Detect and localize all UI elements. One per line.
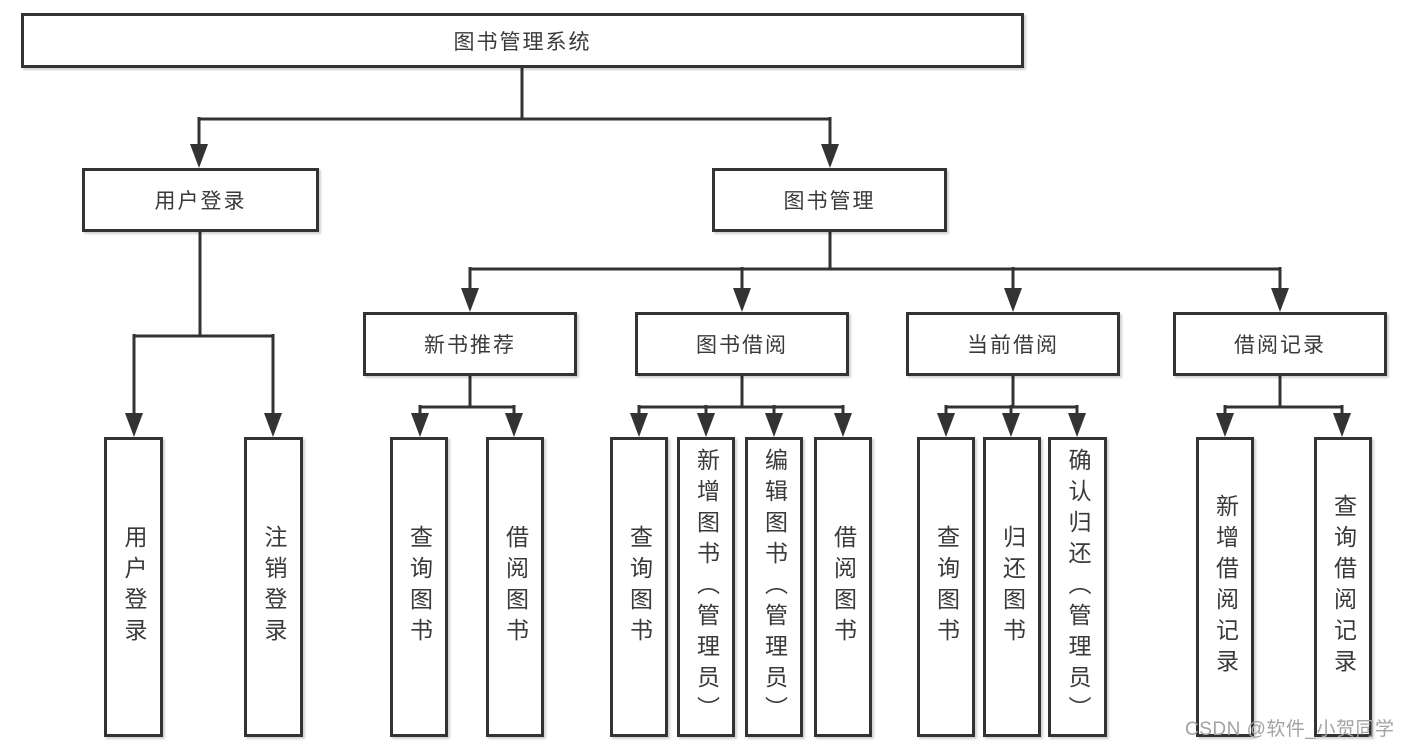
leaf-label: 归还图书 <box>999 525 1026 649</box>
leaf-label: 新增图书（管理员） <box>693 447 720 727</box>
leaf-label: 借阅图书 <box>830 525 857 649</box>
leaf-label: 确认归还（管理员） <box>1065 447 1091 727</box>
node-label: 图书借阅 <box>696 334 788 357</box>
leaf-borrow-books: 借阅图书 <box>814 437 872 737</box>
node-book-management: 图书管理 <box>712 168 947 232</box>
leaf-label: 借阅图书 <box>502 525 529 649</box>
leaf-label: 查询图书 <box>626 525 653 649</box>
leaf-confirm-return-admin: 确认归还（管理员） <box>1048 437 1107 737</box>
leaf-query-borrow-record: 查询借阅记录 <box>1314 437 1372 737</box>
leaf-label: 查询图书 <box>406 525 433 649</box>
node-current-borrowing: 当前借阅 <box>906 312 1120 376</box>
node-label: 当前借阅 <box>967 334 1059 357</box>
leaf-logout: 注销登录 <box>244 437 303 737</box>
node-library-management-system: 图书管理系统 <box>21 13 1024 68</box>
leaf-add-borrow-record: 新增借阅记录 <box>1196 437 1254 737</box>
leaf-query-books-current: 查询图书 <box>917 437 975 737</box>
leaf-label: 编辑图书（管理员） <box>761 447 788 727</box>
leaf-query-books-recommend: 查询图书 <box>390 437 448 737</box>
leaf-return-books: 归还图书 <box>983 437 1041 737</box>
leaf-user-login: 用户登录 <box>104 437 163 737</box>
node-label: 图书管理 <box>783 190 876 213</box>
node-new-book-recommend: 新书推荐 <box>363 312 577 376</box>
node-label: 借阅记录 <box>1234 334 1326 357</box>
leaf-borrow-books-recommend: 借阅图书 <box>486 437 544 737</box>
leaf-add-books-admin: 新增图书（管理员） <box>677 437 735 737</box>
node-user-login: 用户登录 <box>82 168 319 232</box>
node-label: 图书管理系统 <box>453 30 592 54</box>
leaf-edit-books-admin: 编辑图书（管理员） <box>745 437 803 737</box>
node-label: 新书推荐 <box>424 334 516 357</box>
leaf-label: 查询借阅记录 <box>1330 494 1357 680</box>
node-borrowing-records: 借阅记录 <box>1173 312 1387 376</box>
node-book-borrowing: 图书借阅 <box>635 312 849 376</box>
csdn-watermark: CSDN @软件_小贺同学 <box>1185 719 1395 740</box>
leaf-label: 用户登录 <box>121 525 147 649</box>
leaf-label: 注销登录 <box>261 525 287 649</box>
leaf-label: 查询图书 <box>933 525 960 649</box>
leaf-query-books-borrowing: 查询图书 <box>610 437 668 737</box>
leaf-label: 新增借阅记录 <box>1212 494 1239 680</box>
node-label: 用户登录 <box>154 190 247 213</box>
